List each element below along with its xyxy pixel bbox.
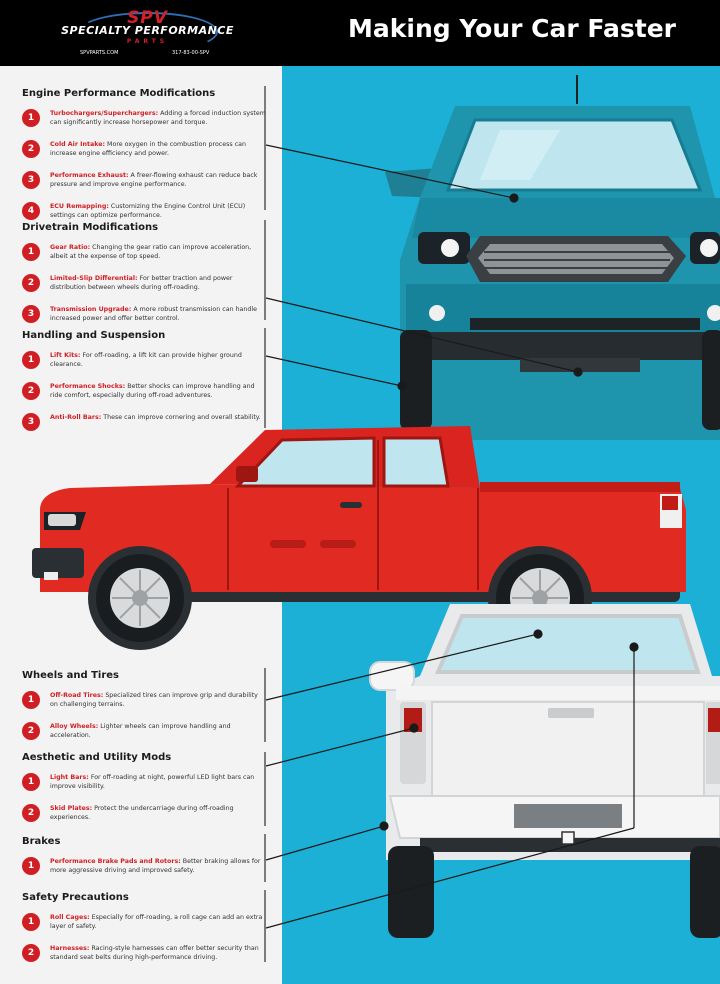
item-term: Lift Kits: (50, 352, 81, 359)
number-badge: 3 (22, 171, 40, 189)
item-desc: Adding a forced induction system can sig… (50, 110, 266, 127)
header-bar: SPV SPECIALTY PERFORMANCE PARTS SPVPARTS… (0, 0, 720, 66)
item-term: Skid Plates: (50, 805, 93, 812)
item-term: Off-Road Tires: (50, 692, 104, 699)
section-drivetrain: Drivetrain Modifications 1 Gear Ratio: Ch… (22, 222, 267, 336)
logo-swoosh-icon (78, 12, 218, 52)
number-badge: 3 (22, 413, 40, 431)
item-term: Limited-Slip Differential: (50, 275, 138, 282)
section-engine: Engine Performance Modifications 1 Turboc… (22, 88, 267, 233)
number-badge: 1 (22, 913, 40, 931)
item-term: Roll Cages: (50, 914, 90, 921)
number-badge: 2 (22, 944, 40, 962)
section-brakes: Brakes 1 Performance Brake Pads and Rotor… (22, 836, 267, 888)
section-title: Aesthetic and Utility Mods (22, 752, 172, 763)
page-title: Making Your Car Faster (348, 14, 677, 43)
section-aesthetic: Aesthetic and Utility Mods 1 Light Bars: … (22, 752, 267, 835)
item-term: Performance Brake Pads and Rotors: (50, 858, 181, 865)
item-desc: More oxygen in the combustion process ca… (50, 141, 247, 158)
item-desc: A more robust transmission can handle in… (50, 306, 258, 323)
section-wheels: Wheels and Tires 1 Off-Road Tires: Specia… (22, 670, 267, 753)
list-item: 1 Off-Road Tires: Specialized tires can i… (22, 691, 267, 713)
logo-website: SPVPARTS.COM (80, 50, 119, 56)
number-badge: 1 (22, 691, 40, 709)
list-item: 1 Roll Cages: Especially for off-roading,… (22, 913, 267, 935)
number-badge: 4 (22, 202, 40, 220)
list-item: 2 Performance Shocks: Better shocks can i… (22, 382, 267, 404)
item-desc: A freer-flowing exhaust can reduce back … (50, 172, 258, 189)
number-badge: 1 (22, 857, 40, 875)
section-title: Wheels and Tires (22, 670, 119, 681)
front-truck-illustration (385, 75, 720, 440)
item-term: ECU Remapping: (50, 203, 109, 210)
section-title: Engine Performance Modifications (22, 88, 216, 99)
number-badge: 1 (22, 243, 40, 261)
spv-logo[interactable]: SPV SPECIALTY PERFORMANCE PARTS SPVPARTS… (60, 8, 235, 60)
item-desc: For better traction and power distributi… (50, 275, 233, 292)
item-term: Cold Air Intake: (50, 141, 106, 148)
number-badge: 2 (22, 722, 40, 740)
item-desc: Lighter wheels can improve handling and … (50, 723, 231, 740)
section-title: Safety Precautions (22, 892, 129, 903)
section-title: Handling and Suspension (22, 330, 166, 341)
list-item: 4 ECU Remapping: Customizing the Engine C… (22, 202, 267, 224)
item-desc: Customizing the Engine Control Unit (ECU… (50, 203, 246, 220)
item-term: Anti-Roll Bars: (50, 414, 102, 421)
logo-brand: SPV (127, 8, 168, 28)
item-desc: Changing the gear ratio can improve acce… (50, 244, 252, 261)
logo-name: SPECIALTY PERFORMANCE (61, 24, 234, 37)
item-term: Performance Exhaust: (50, 172, 129, 179)
item-term: Transmission Upgrade: (50, 306, 132, 313)
number-badge: 2 (22, 274, 40, 292)
list-item: 1 Performance Brake Pads and Rotors: Bett… (22, 857, 267, 879)
number-badge: 2 (22, 804, 40, 822)
list-item: 2 Limited-Slip Differential: For better t… (22, 274, 267, 296)
list-item: 2 Cold Air Intake: More oxygen in the com… (22, 140, 267, 162)
list-item: 2 Alloy Wheels: Lighter wheels can improv… (22, 722, 267, 744)
list-item: 3 Performance Exhaust: A freer-flowing ex… (22, 171, 267, 193)
list-item: 1 Light Bars: For off-roading at night, p… (22, 773, 267, 795)
section-title: Brakes (22, 836, 61, 847)
item-term: Performance Shocks: (50, 383, 126, 390)
item-desc: Especially for off-roading, a roll cage … (50, 914, 263, 931)
item-term: Turbochargers/Superchargers: (50, 110, 159, 117)
number-badge: 2 (22, 382, 40, 400)
list-item: 1 Gear Ratio: Changing the gear ratio can… (22, 243, 267, 265)
list-item: 3 Anti-Roll Bars: These can improve corne… (22, 413, 267, 435)
item-desc: Specialized tires can improve grip and d… (50, 692, 258, 709)
item-desc: Racing-style harnesses can offer better … (50, 945, 259, 962)
section-title: Drivetrain Modifications (22, 222, 159, 233)
rear-truck-illustration (369, 604, 720, 938)
list-item: 1 Turbochargers/Superchargers: Adding a f… (22, 109, 267, 131)
list-item: 3 Transmission Upgrade: A more robust tra… (22, 305, 267, 327)
logo-phone: 317-83-00-SPV (172, 50, 210, 56)
number-badge: 2 (22, 140, 40, 158)
number-badge: 1 (22, 773, 40, 791)
item-term: Gear Ratio: (50, 244, 91, 251)
item-desc: These can improve cornering and overall … (103, 414, 261, 421)
list-item: 2 Skid Plates: Protect the undercarriage … (22, 804, 267, 826)
item-term: Light Bars: (50, 774, 89, 781)
section-safety: Safety Precautions 1 Roll Cages: Especial… (22, 892, 267, 975)
list-item: 1 Lift Kits: For off-roading, a lift kit … (22, 351, 267, 373)
number-badge: 1 (22, 351, 40, 369)
item-desc: For off-roading, a lift kit can provide … (50, 352, 242, 369)
logo-tagline: PARTS (126, 38, 169, 45)
item-term: Alloy Wheels: (50, 723, 99, 730)
number-badge: 1 (22, 109, 40, 127)
item-desc: For off-roading at night, powerful LED l… (50, 774, 255, 791)
item-term: Harnesses: (50, 945, 90, 952)
number-badge: 3 (22, 305, 40, 323)
item-desc: Better braking allows for more aggressiv… (50, 858, 261, 875)
item-desc: Better shocks can improve handling and r… (50, 383, 255, 400)
section-handling: Handling and Suspension 1 Lift Kits: For … (22, 330, 267, 444)
list-item: 2 Harnesses: Racing-style harnesses can o… (22, 944, 267, 966)
item-desc: Protect the undercarriage during off-roa… (50, 805, 234, 822)
